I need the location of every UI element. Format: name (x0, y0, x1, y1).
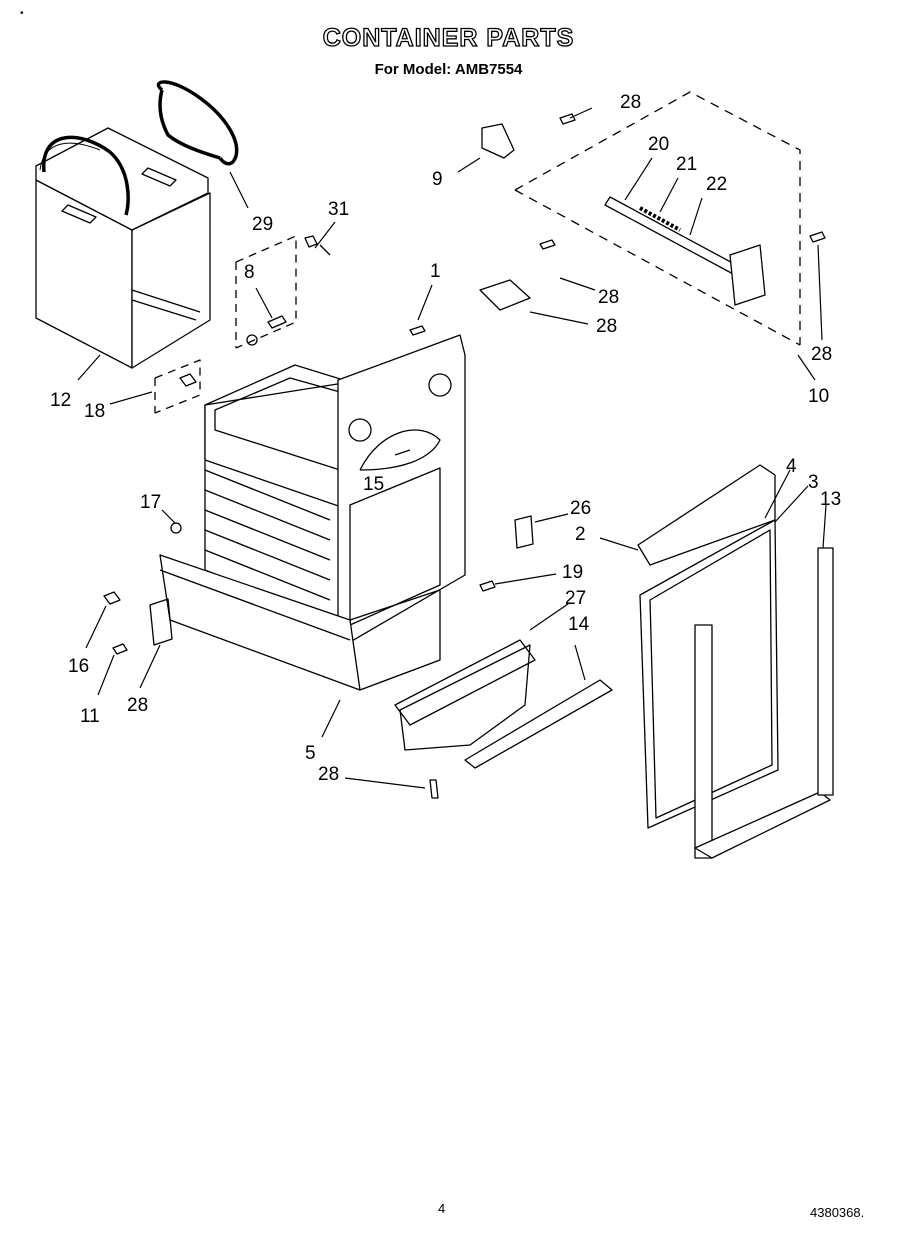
callout-label: 9 (432, 169, 443, 190)
callout-label: 27 (565, 588, 586, 609)
callout-label: 28 (620, 92, 641, 113)
callout-leaders (77, 107, 827, 789)
callout-label: 15 (363, 474, 384, 495)
callout-label: 14 (568, 614, 590, 635)
callout-label: 18 (84, 401, 105, 422)
callout-label: 4 (786, 456, 797, 477)
callout-label: 5 (305, 743, 316, 764)
container-bag-part-12 (35, 127, 211, 369)
callout-label: 13 (820, 489, 841, 510)
callout-label: 22 (706, 174, 727, 195)
callout-label: 1 (430, 261, 441, 282)
document-number: 4380368. (810, 1205, 865, 1220)
top-trim-part-1 (409, 239, 556, 336)
callout-label: 10 (808, 386, 829, 407)
callout-label: 28 (596, 316, 617, 337)
callout-label: 29 (252, 214, 273, 235)
door-panel-part-3 (637, 464, 834, 859)
hinge-bracket-detail (154, 235, 331, 414)
callout-label: 19 (562, 562, 583, 583)
callout-label: 31 (328, 199, 349, 220)
callout-label: 17 (140, 492, 161, 513)
callout-label: 20 (648, 134, 669, 155)
cabinet-frame-part-5 (159, 334, 466, 691)
lower-hardware (103, 515, 613, 799)
callout-label: 28 (318, 764, 339, 785)
callout-label: 16 (68, 656, 89, 677)
callout-label: 21 (676, 154, 697, 175)
callout-label: 11 (80, 706, 100, 727)
callout-label: 2 (575, 524, 586, 545)
page-number: 4 (438, 1201, 446, 1216)
callout-label: 12 (50, 390, 71, 411)
handle-part-29 (156, 80, 239, 166)
callout-label: 28 (811, 344, 832, 365)
callout-label: 26 (570, 498, 591, 519)
callout-label: 8 (244, 262, 255, 283)
callout-label: 28 (127, 695, 148, 716)
callout-label: 28 (598, 287, 619, 308)
upper-hinge-assembly (481, 91, 826, 346)
model-subtitle: For Model: AMB7554 (374, 61, 523, 78)
corner-mark: • (20, 8, 24, 19)
page-title: CONTAINER PARTS (322, 23, 575, 52)
callout-label: 3 (808, 472, 819, 493)
